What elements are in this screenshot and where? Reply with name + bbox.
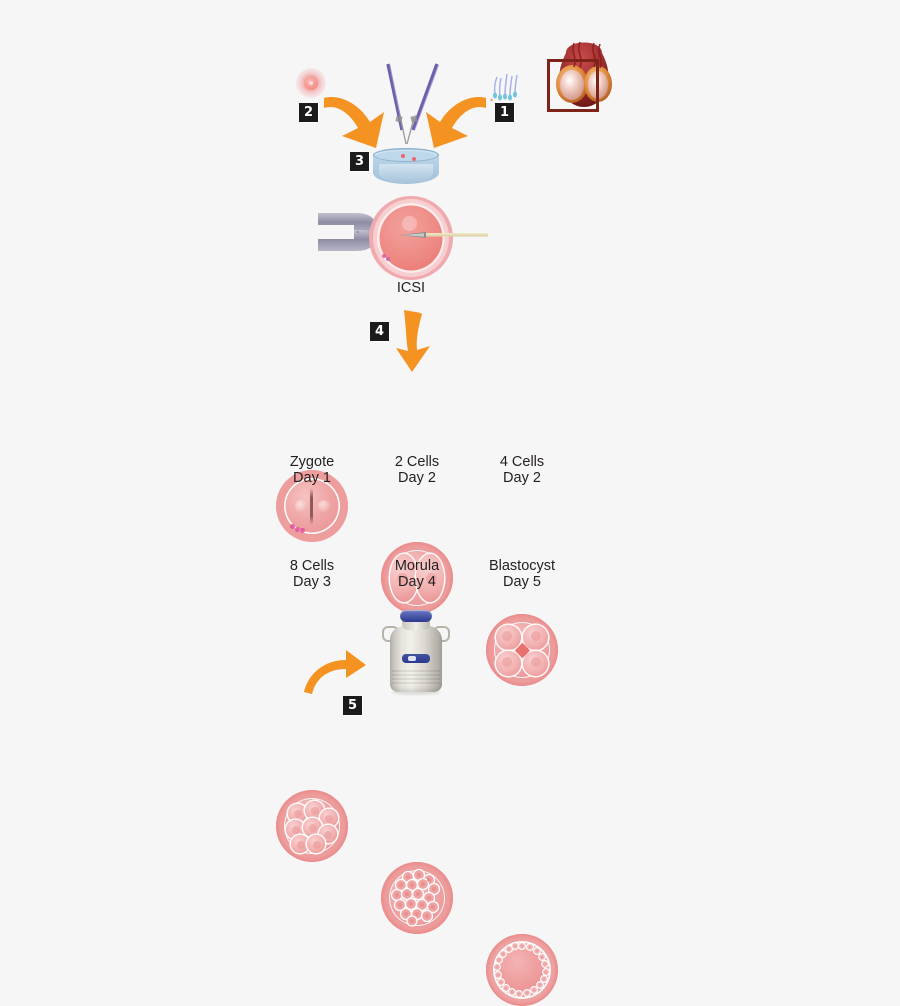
step-badge-4: 4: [370, 322, 389, 341]
step-badge-1: 1: [495, 103, 514, 122]
embryo-label-name: 8 Cells: [289, 558, 335, 574]
arrow-curve-right-icon: [304, 648, 368, 698]
sperm-icon: [489, 64, 523, 102]
embryo-2cells-icon: [381, 542, 453, 614]
embryo-label-day: Day 2: [398, 469, 436, 486]
arrow-down-left-icon: [322, 92, 392, 152]
embryo-label-day: Day 4: [398, 573, 436, 590]
micropipette-icon: [343, 62, 463, 172]
cryotank-icon: [382, 608, 450, 700]
embryo-label-name: Blastocyst: [488, 558, 556, 574]
step-badge-5: 5: [343, 696, 362, 715]
embryo-zygote-icon: [276, 470, 348, 542]
testis-icon: [544, 31, 624, 112]
oocyte-icon: [296, 68, 326, 98]
arrow-down-icon: [390, 310, 436, 372]
embryo-label-day: Day 5: [503, 573, 541, 590]
holding-pipette-icon: [318, 209, 388, 267]
arrow-down-right-icon: [418, 92, 488, 152]
embryo-label-name: Morula: [394, 558, 440, 574]
ivf-icsi-diagram: 2 1: [276, 31, 624, 1006]
embryo-blastocyst-icon: [486, 934, 558, 1006]
step-badge-2: 2: [299, 103, 318, 122]
icsi-oocyte-icon: [369, 196, 453, 280]
embryo-label-name: 2 Cells: [394, 454, 440, 470]
embryo-4cells-icon: [486, 614, 558, 686]
embryo-label-day: Day 1: [293, 469, 331, 486]
embryo-label-name: Zygote: [289, 454, 335, 470]
embryo-label-day: Day 3: [293, 573, 331, 590]
icsi-label: ICSI: [396, 280, 426, 296]
embryo-8cells-icon: [276, 790, 348, 862]
step-badge-3: 3: [350, 152, 369, 171]
embryo-label-day: Day 2: [503, 469, 541, 486]
embryo-morula-icon: [381, 862, 453, 934]
embryo-label-name: 4 Cells: [499, 454, 545, 470]
testis-highlight-box: [547, 59, 599, 112]
injection-needle-icon: [400, 228, 488, 244]
petri-dish-icon: [373, 148, 439, 188]
